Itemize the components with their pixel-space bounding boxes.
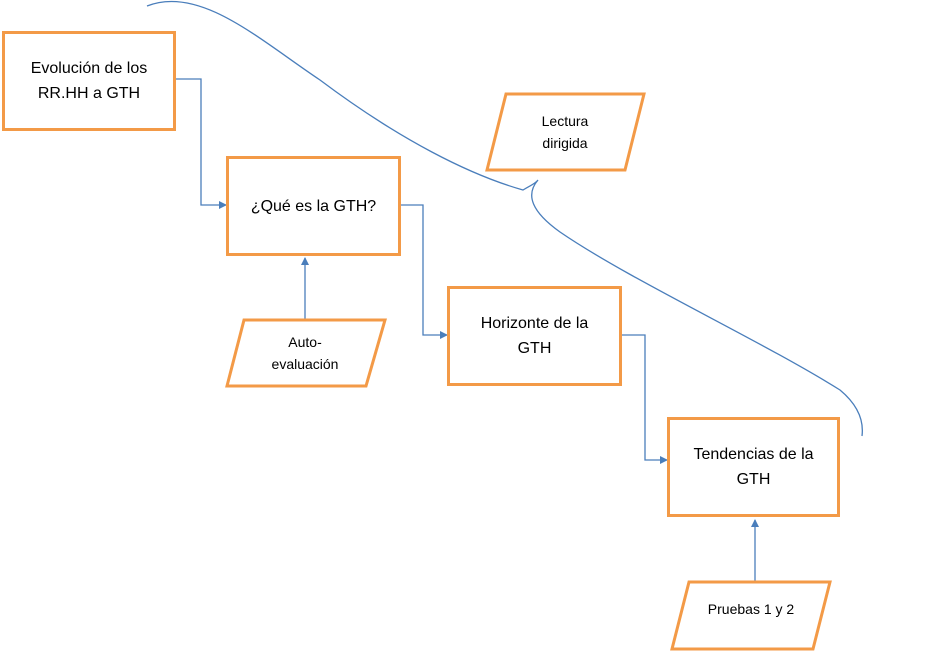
connector-horizonte-to-tendencias (622, 334, 668, 464)
box-tendencias: Tendencias de la GTH (667, 417, 840, 517)
box-evolucion: Evolución de los RR.HH a GTH (2, 31, 176, 131)
connector-evolucion-to-que-es (176, 78, 227, 209)
box-que-es-label: ¿Qué es la GTH? (250, 197, 377, 215)
parallelogram-autoevaluacion (225, 318, 387, 388)
parallelogram-lectura-dirigida (485, 92, 646, 172)
box-tendencias-label: Tendencias de la GTH (693, 446, 814, 488)
box-que-es-la-gth: ¿Qué es la GTH? (226, 156, 401, 256)
box-evolucion-label: Evolución de los RR.HH a GTH (30, 60, 148, 102)
parallelogram-pruebas (670, 580, 832, 651)
connector-que-es-to-horizonte (401, 204, 448, 339)
lectura-dirigida-label: Lectura dirigida (541, 113, 589, 151)
pruebas-label: Pruebas 1 y 2 (707, 601, 795, 617)
autoevaluacion-label: Auto-evaluación (271, 334, 339, 372)
box-horizonte-label: Horizonte de la GTH (480, 315, 589, 357)
box-horizonte: Horizonte de la GTH (447, 286, 622, 386)
curly-brace (146, 0, 864, 437)
